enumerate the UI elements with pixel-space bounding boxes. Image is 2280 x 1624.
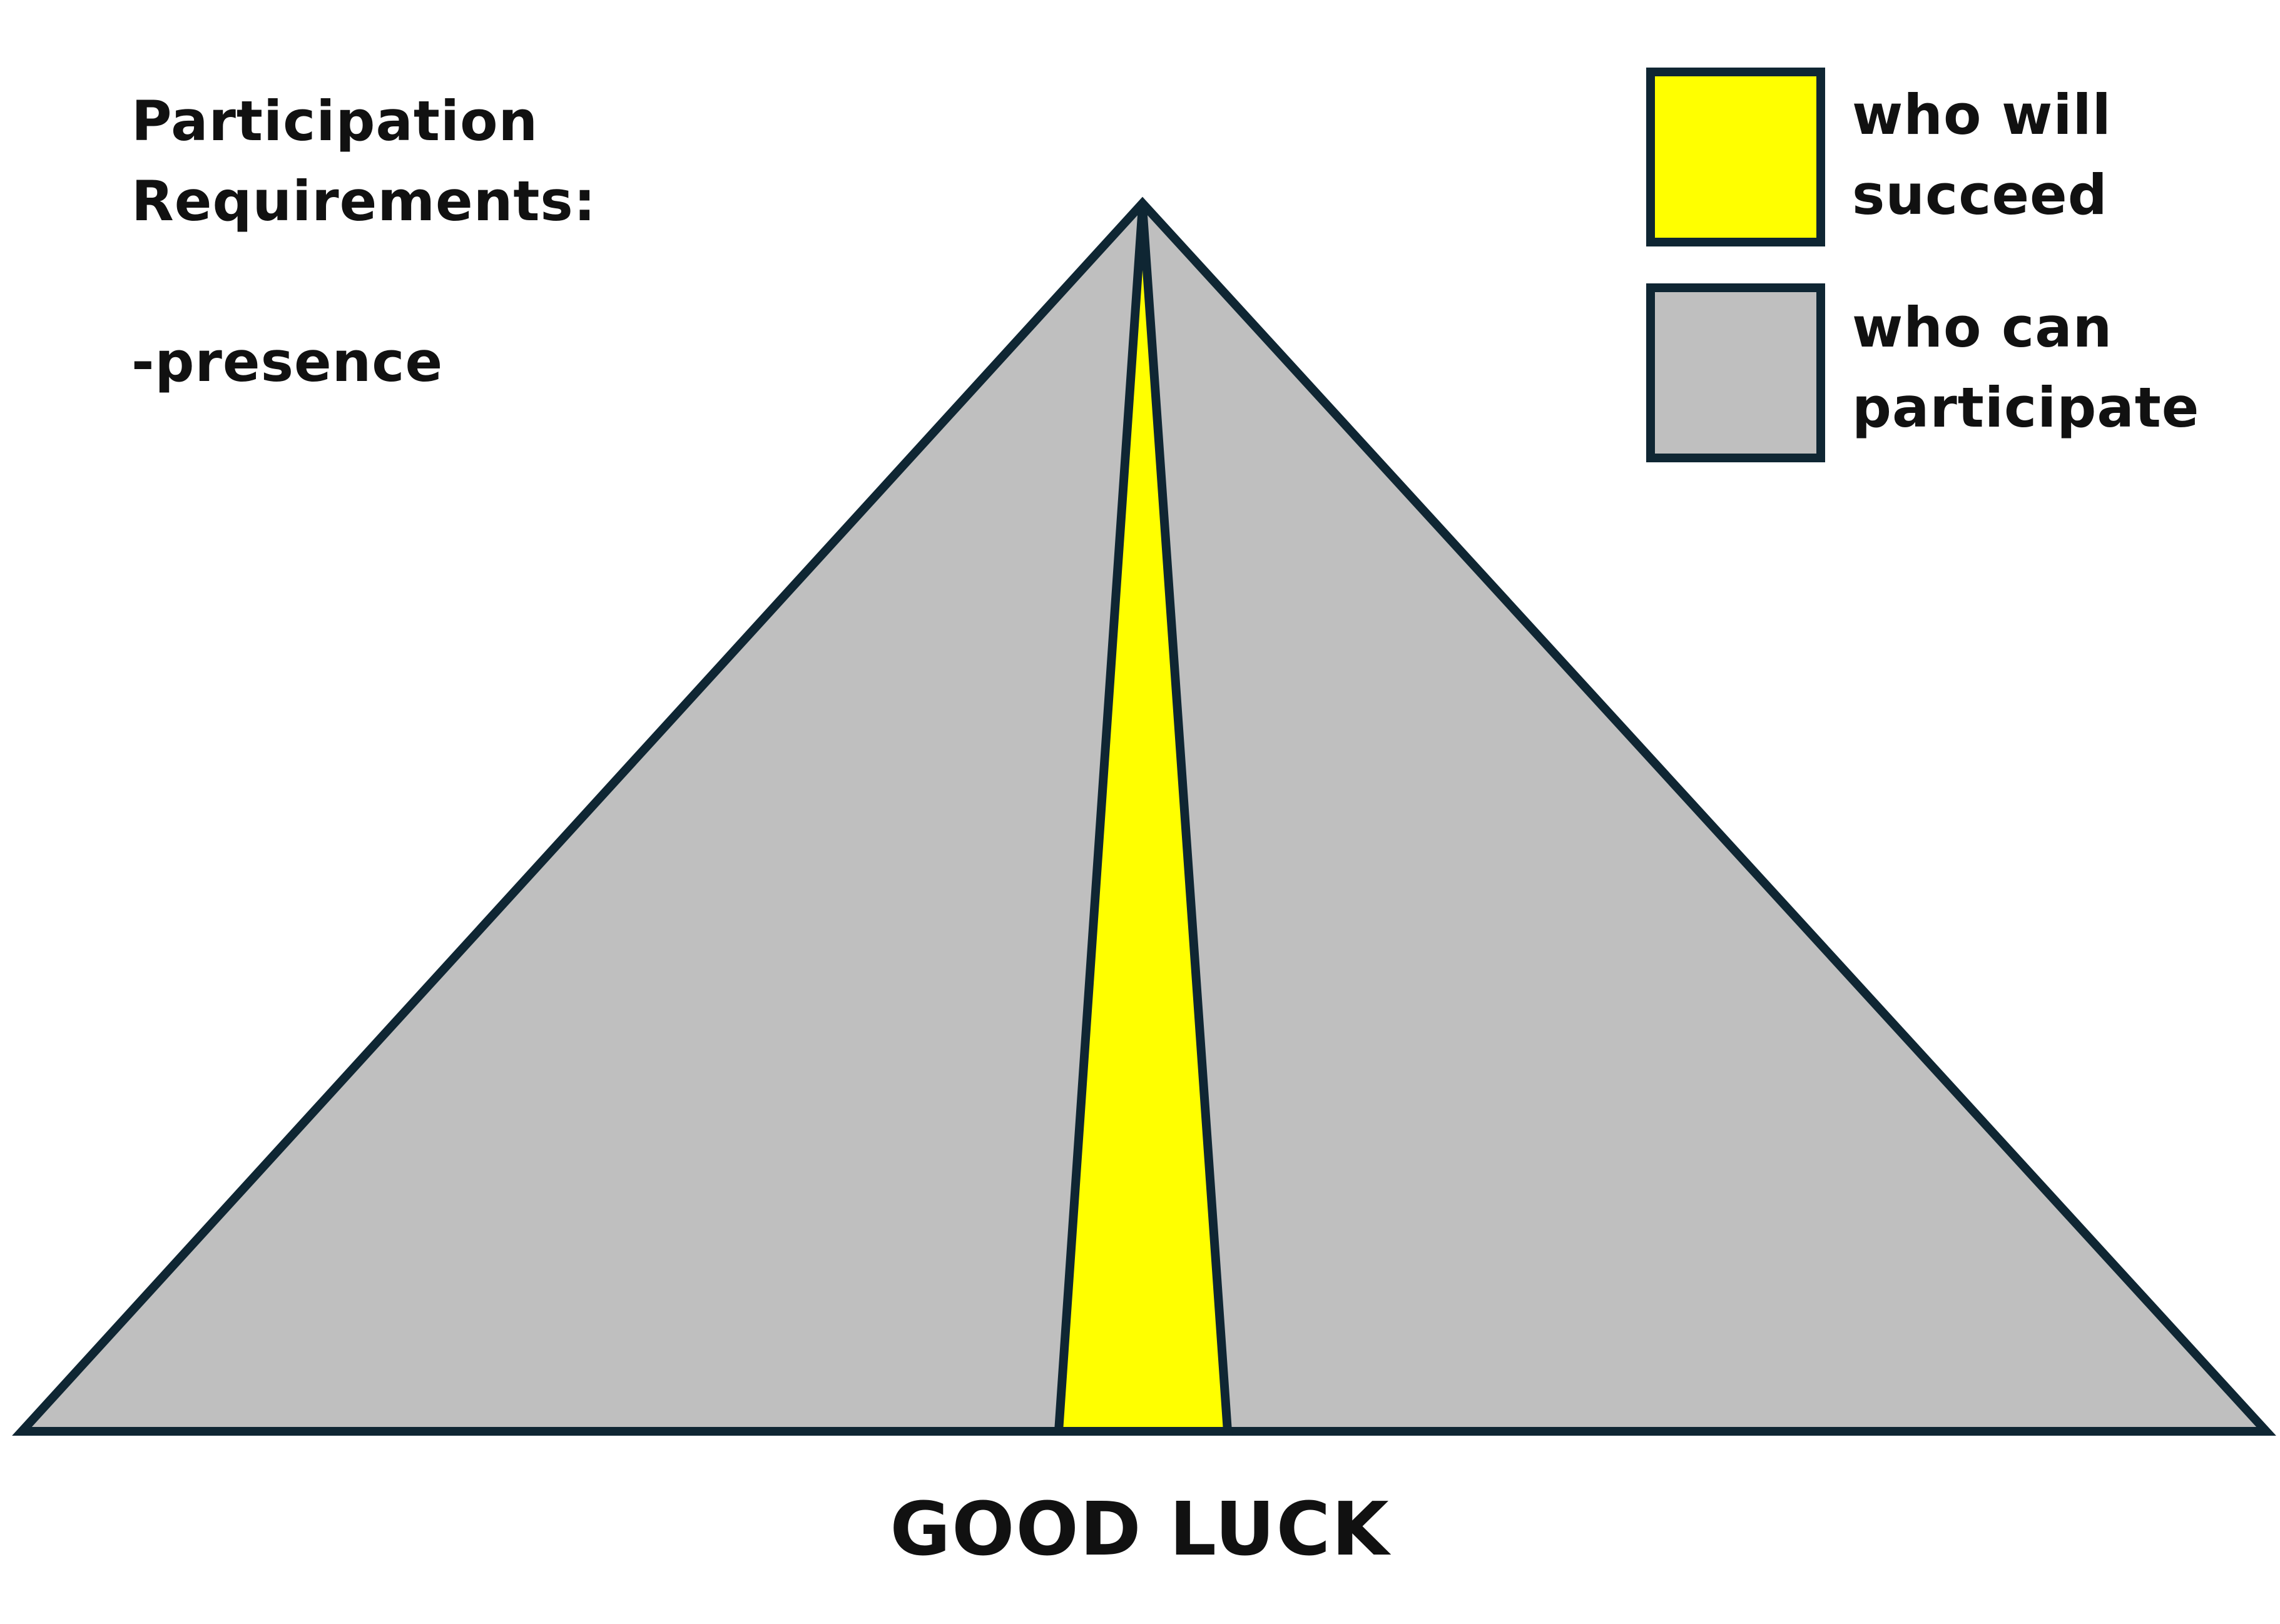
legend-swatch-succeed [1646, 68, 1825, 246]
succeed-triangle [1054, 206, 1233, 1436]
requirements-item: -presence [131, 330, 444, 394]
requirements-title-line1: Participation [131, 89, 539, 153]
requirements-title-line2: Requirements: [131, 169, 596, 233]
legend-swatch-participate [1646, 283, 1825, 462]
legend-label-succeed-line1: who will [1852, 83, 2112, 147]
legend-label-participate-line2: participate [1852, 375, 2200, 440]
legend-label-participate-line1: who can [1852, 295, 2113, 360]
legend-label-succeed-line2: succeed [1852, 163, 2108, 227]
good-luck-caption: GOOD LUCK [890, 1486, 1390, 1572]
